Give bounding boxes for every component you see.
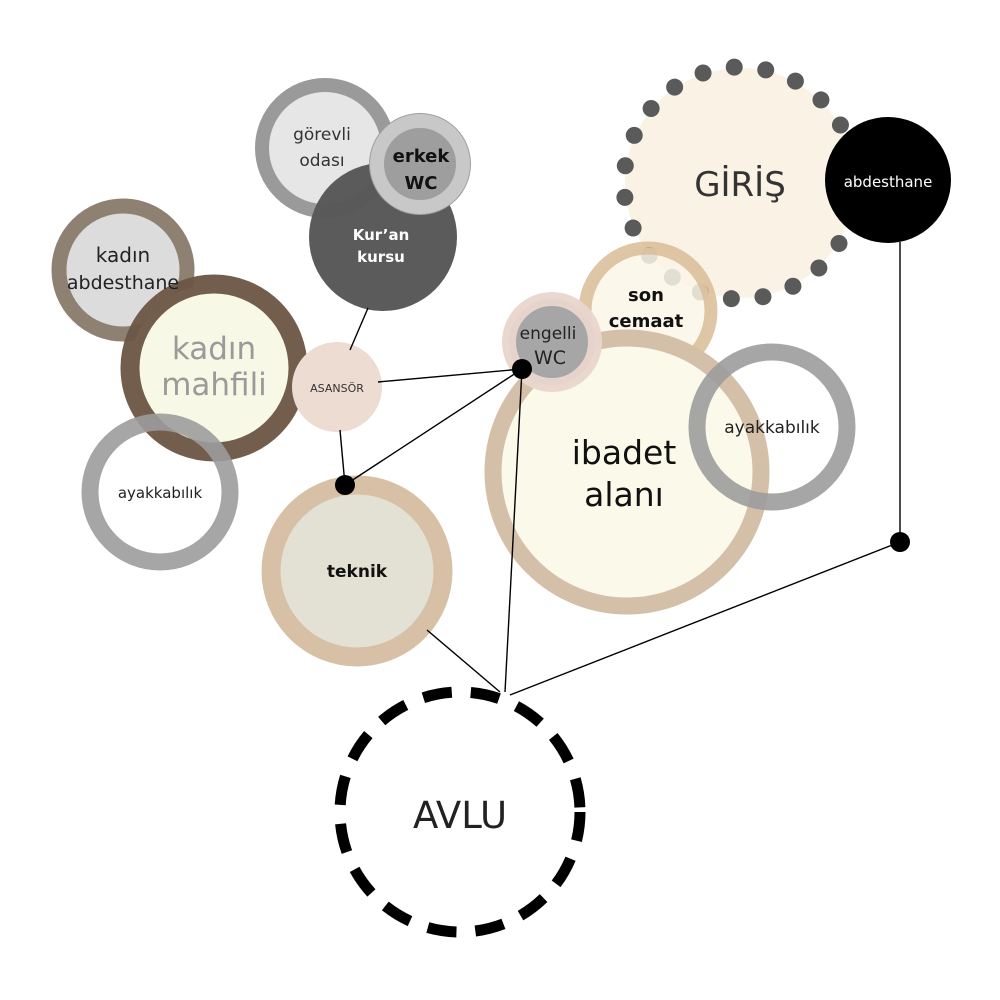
junction-node-teknik (335, 475, 355, 495)
erkek-wc-label-line2: WC (404, 173, 437, 194)
erkek-wc-ring (370, 114, 470, 214)
kadin-mahfili-label-line2: mahfili (161, 367, 267, 403)
giris-bubble (625, 68, 855, 298)
abdesthane-label: abdesthane (844, 173, 933, 191)
connectors (339, 242, 901, 696)
asansor-bubble (292, 342, 382, 432)
ayakkabilik-right-ring (688, 343, 856, 511)
ayakkabilik-left-label: ayakkabılık (118, 484, 203, 502)
teknik-ring (261, 475, 453, 667)
son-cemaat-label-line2: cemaat (609, 311, 684, 332)
engelli-wc-ring (502, 292, 602, 392)
connector-node-avlu (509, 541, 901, 696)
connector-wc-node-avlu (504, 368, 523, 693)
engelli-wc-label-line2: WC (534, 347, 566, 369)
junction-node-right (890, 532, 910, 552)
kadin-abdesthane-label-line1: kadın (96, 243, 150, 267)
engelli-wc-label-line1: engelli (520, 324, 577, 344)
gorevli-odasi-label-line2: odası (299, 151, 344, 171)
avlu-dashed-circle (334, 686, 586, 938)
junction-node-wc (512, 359, 532, 379)
avlu-label: AVLU (413, 794, 507, 837)
son-cemaat-label-line1: son (628, 285, 664, 306)
kadin-mahfili-label-line1: kadın (172, 331, 256, 367)
abdesthane-bubble (825, 117, 951, 243)
kadin-mahfili-bubble (130, 284, 298, 452)
connector-kuran-asansor (349, 307, 369, 351)
kuran-kursu-label-line1: Kur’an (353, 226, 410, 244)
engelli-wc-bubble (509, 299, 595, 385)
ayakkabilik-left-ring (81, 413, 239, 571)
ibadet-alani-label-line1: ibadet (572, 433, 677, 472)
giris-label: GİRİŞ (694, 165, 786, 205)
gorevli-odasi-label-line1: görevli (293, 125, 351, 145)
kadin-abdesthane-label-line2: abdesthane (67, 272, 179, 294)
kuran-kursu-label-line2: kursu (357, 248, 405, 266)
teknik-bubble (271, 485, 443, 657)
ibadet-alani-ring (484, 329, 770, 615)
connector-teknik-avlu (426, 629, 501, 693)
connector-teknik-node-wc-node (344, 368, 523, 486)
erkek-wc-label-line1: erkek (393, 146, 451, 167)
teknik-label: teknik (327, 562, 388, 582)
kadin-abdesthane-ring (51, 198, 195, 342)
ibadet-alani-label-line2: alanı (584, 475, 664, 514)
ayakkabilik-right-label: ayakkabılık (724, 418, 820, 438)
asansor-label: ASANSÖR (310, 382, 364, 395)
connector-asansor-node (377, 368, 523, 383)
